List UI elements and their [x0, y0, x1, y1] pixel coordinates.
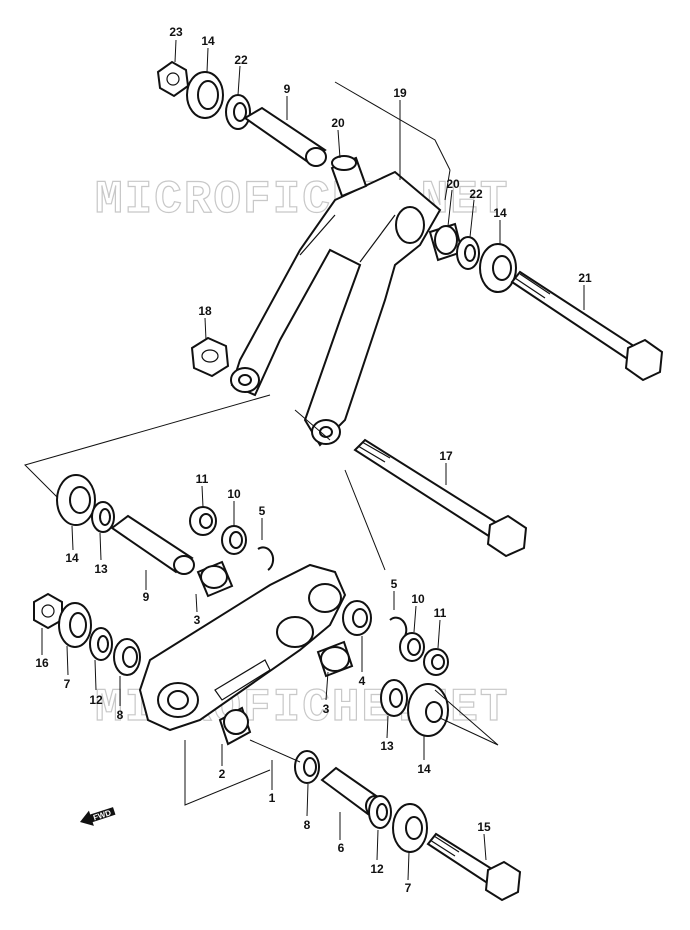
collar-11-right[interactable] — [423, 648, 449, 676]
watermark-top: MICROFICHE.NET — [95, 174, 509, 226]
callout-9: 9 — [143, 590, 150, 604]
cushion-rod-1[interactable] — [138, 563, 347, 732]
callout-17: 17 — [439, 449, 453, 463]
spacer-9-top[interactable] — [243, 106, 327, 167]
seal-10-right[interactable] — [399, 632, 425, 662]
callout-12: 12 — [370, 862, 384, 876]
callout-7: 7 — [405, 881, 412, 895]
washer-12-left[interactable] — [89, 627, 113, 661]
callout-3: 3 — [194, 613, 201, 627]
callout-13: 13 — [380, 739, 394, 753]
callout-15: 15 — [477, 820, 491, 834]
bearing-8-bottom[interactable] — [294, 750, 320, 784]
callout-14: 14 — [493, 206, 507, 220]
callout-10: 10 — [411, 592, 425, 606]
seal-10-top[interactable] — [221, 525, 247, 555]
callout-6: 6 — [338, 841, 345, 855]
callout-14: 14 — [417, 762, 431, 776]
axis-line-lower — [249, 739, 301, 763]
callout-13: 13 — [94, 562, 108, 576]
callout-9: 9 — [284, 82, 291, 96]
washer-22-top[interactable] — [225, 94, 251, 130]
callout-7: 7 — [64, 677, 71, 691]
nut-16[interactable] — [33, 592, 63, 630]
washer-22-right[interactable] — [456, 236, 480, 270]
dust-seal-7-bottom[interactable] — [392, 803, 428, 853]
callout-10: 10 — [227, 487, 241, 501]
fwd-label: FWD — [92, 808, 112, 822]
fwd-arrow-icon: FWD — [80, 807, 116, 826]
bolt-17[interactable] — [353, 438, 528, 558]
assembly-line-rod — [294, 409, 386, 571]
callout-14: 14 — [201, 34, 215, 48]
callout-20: 20 — [446, 177, 460, 191]
callout-19: 19 — [393, 86, 407, 100]
collar-4[interactable] — [342, 600, 372, 636]
washer-13-right[interactable] — [380, 679, 408, 717]
callout-14: 14 — [65, 551, 79, 565]
dust-seal-14-right[interactable] — [479, 243, 517, 293]
circlip-5-top[interactable] — [257, 546, 275, 571]
dust-seal-14-lower-right[interactable] — [407, 683, 449, 737]
callout-8: 8 — [117, 708, 124, 722]
callout-3: 3 — [323, 702, 330, 716]
callout-5: 5 — [259, 504, 266, 518]
callout-23: 23 — [169, 25, 183, 39]
bearing-8-left[interactable] — [113, 638, 141, 676]
callout-22: 22 — [234, 53, 248, 67]
cushion-lever-19[interactable] — [230, 170, 442, 447]
dust-seal-14-top[interactable] — [186, 71, 224, 119]
leader-lines — [41, 39, 585, 881]
callout-8: 8 — [304, 818, 311, 832]
washer-13-left[interactable] — [91, 501, 115, 533]
dust-seal-14-lower-left[interactable] — [56, 474, 96, 526]
nut-18[interactable] — [190, 336, 230, 378]
callout-12: 12 — [89, 693, 103, 707]
bearing-2[interactable] — [218, 706, 252, 746]
nut-23[interactable] — [156, 60, 190, 98]
bearing-20-left[interactable] — [330, 155, 368, 198]
bearing-3-top[interactable] — [196, 560, 234, 598]
callout-5: 5 — [391, 577, 398, 591]
bolt-21[interactable] — [510, 270, 664, 382]
callout-18: 18 — [198, 304, 212, 318]
assembly-line-upper — [24, 394, 271, 501]
washer-12-bottom[interactable] — [368, 795, 392, 829]
bearing-20-right[interactable] — [428, 222, 464, 262]
callout-11: 11 — [196, 472, 209, 486]
spacer-9-lower[interactable] — [110, 514, 195, 575]
callout-2: 2 — [219, 767, 226, 781]
callout-20: 20 — [331, 116, 345, 130]
collar-11-top[interactable] — [189, 506, 217, 536]
callout-16: 16 — [35, 656, 49, 670]
callout-11: 11 — [434, 606, 447, 620]
bracket-upper — [334, 81, 451, 201]
dust-seal-7-left[interactable] — [58, 602, 92, 648]
callout-1: 1 — [269, 791, 276, 805]
bolt-15[interactable] — [426, 832, 522, 902]
callout-4: 4 — [359, 674, 366, 688]
bracket-lower-right — [434, 689, 499, 746]
bracket-lower-left — [184, 740, 271, 806]
bearing-3-center[interactable] — [316, 640, 354, 678]
callout-22: 22 — [469, 187, 483, 201]
callout-21: 21 — [578, 271, 592, 285]
